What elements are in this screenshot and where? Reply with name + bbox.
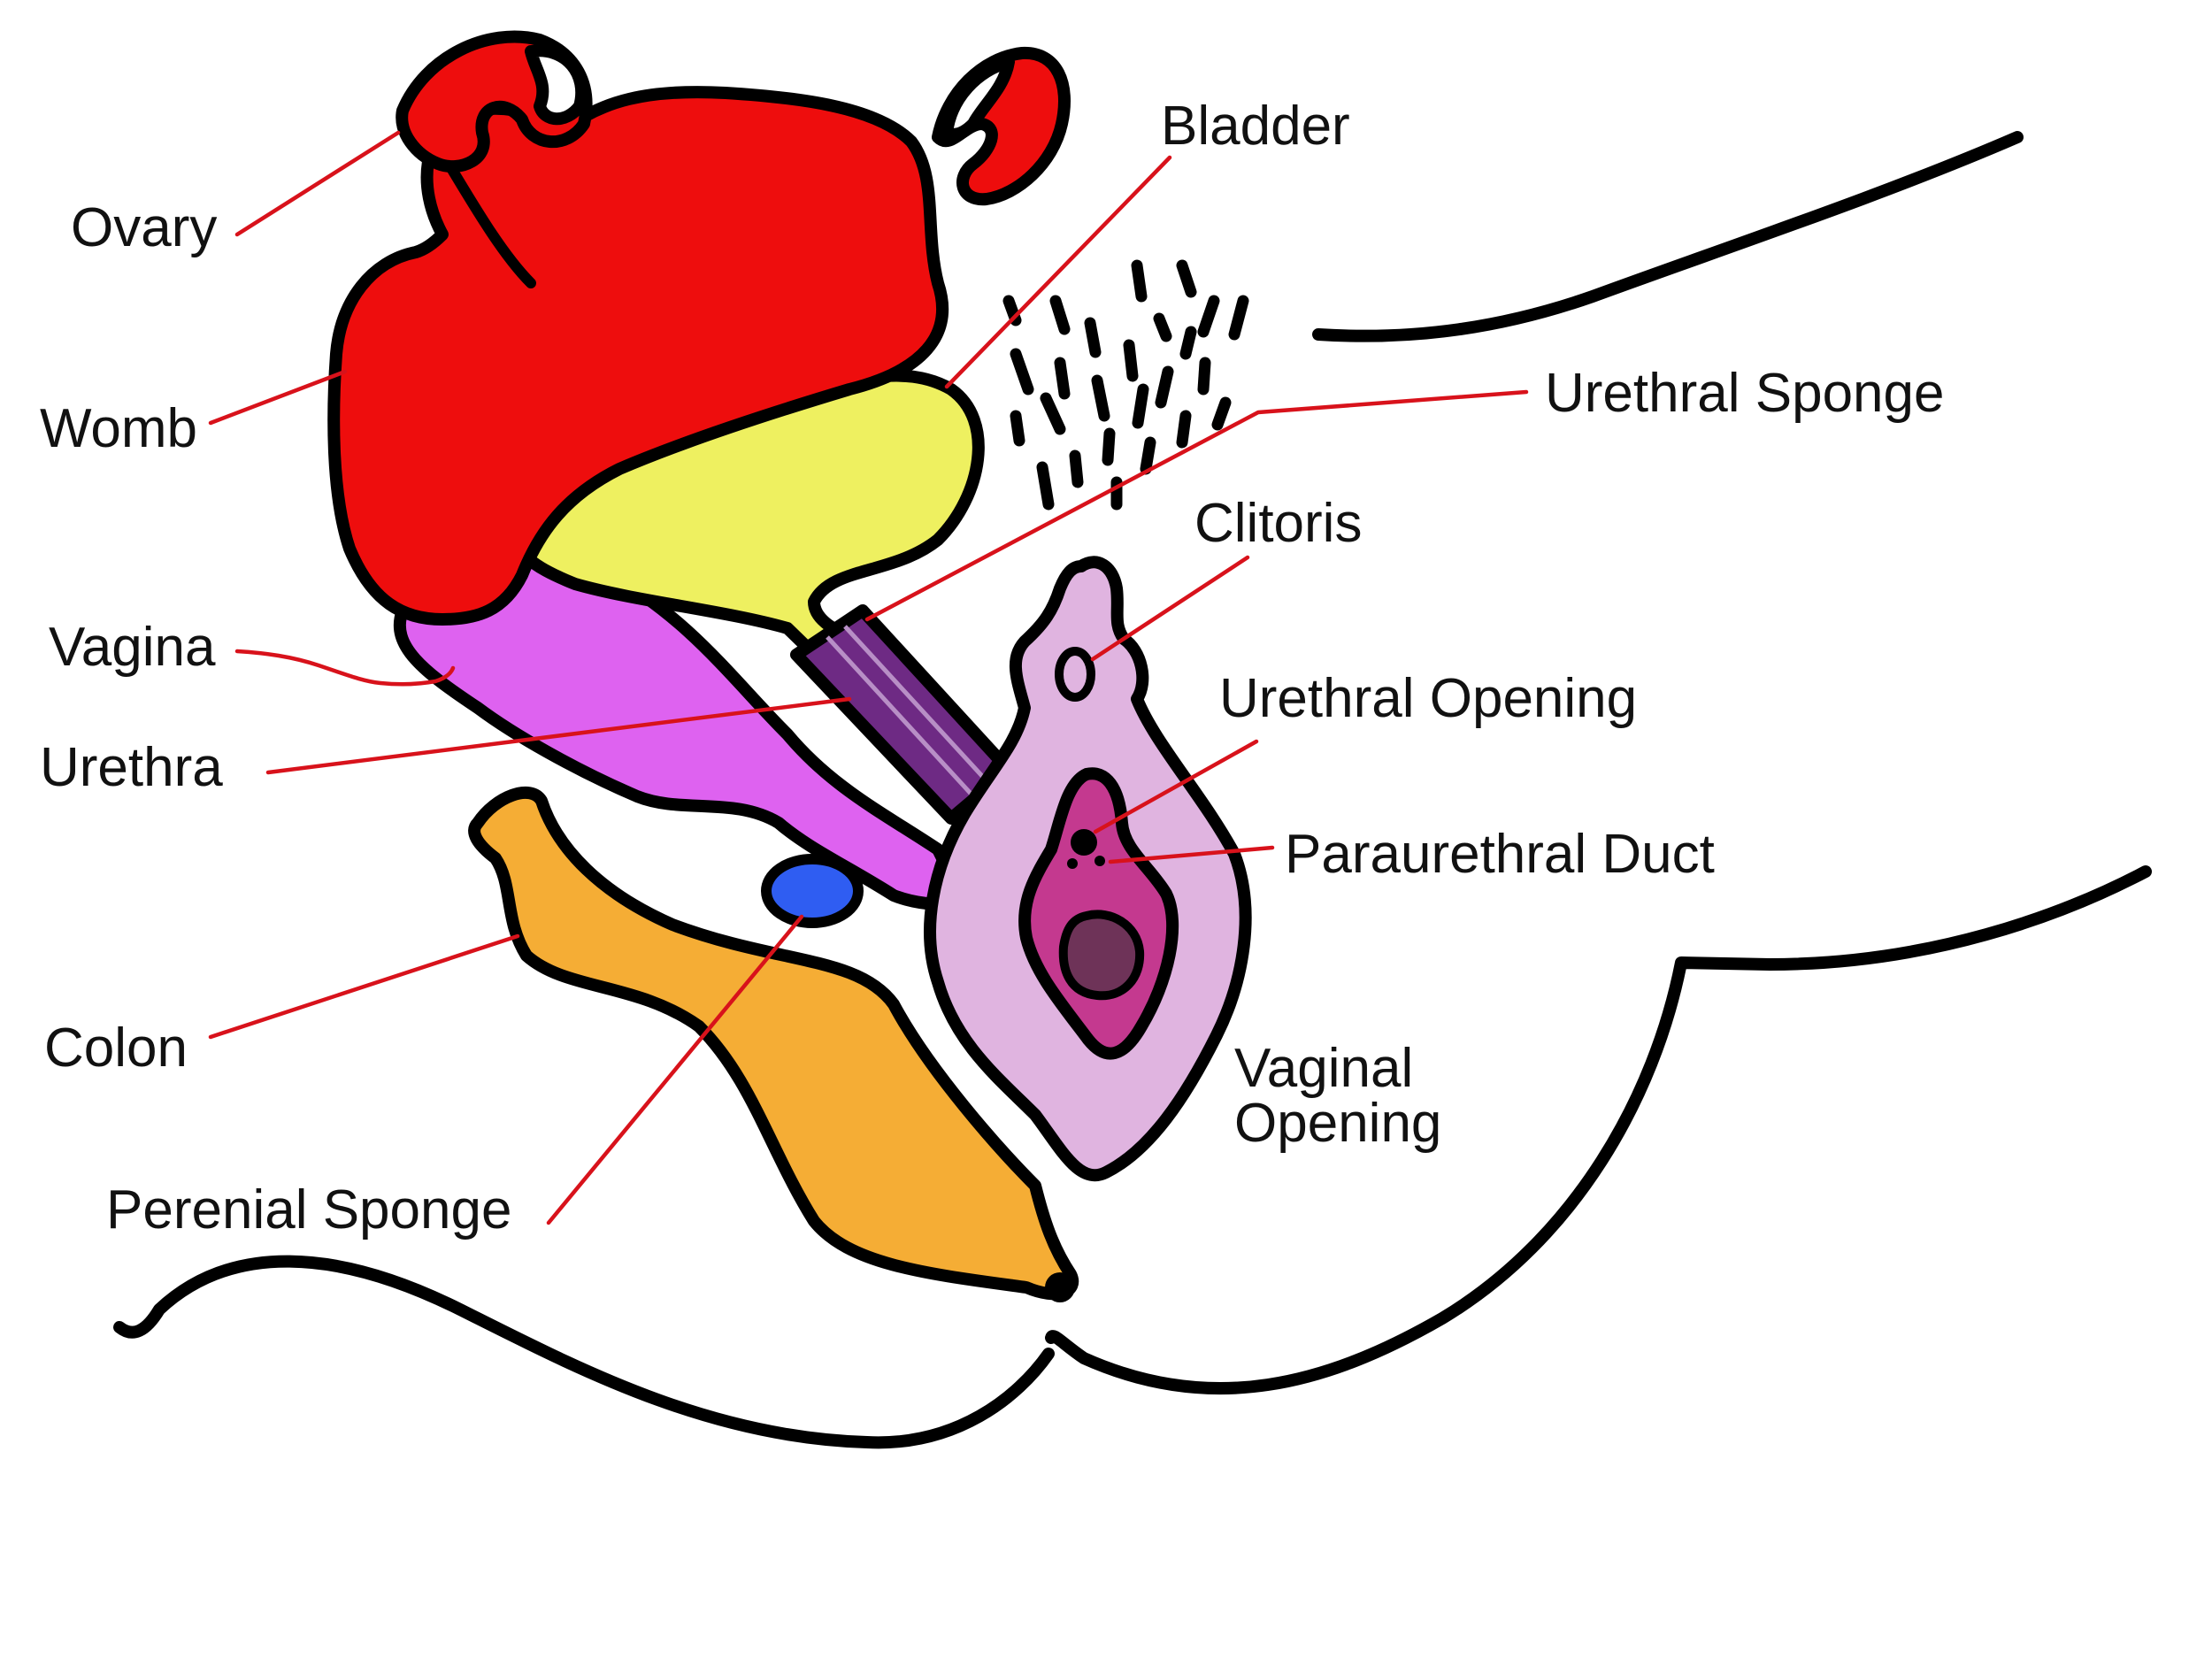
label-perenial-sponge: Perenial Sponge <box>106 1179 511 1240</box>
paraurethral-duct-right <box>1094 856 1105 866</box>
label-bladder: Bladder <box>1161 96 1350 157</box>
upper-body-contour <box>1312 131 2024 342</box>
anus <box>1045 1272 1075 1302</box>
leader-vagina <box>234 649 456 687</box>
leader-paraurethral-duct <box>1108 845 1275 864</box>
perenial-sponge <box>761 854 864 928</box>
label-vaginal-opening-line2: Opening <box>1234 1093 1441 1154</box>
ovary-right <box>932 46 1071 206</box>
leader-urethral-sponge <box>864 389 1529 622</box>
leader-urethral-opening <box>1093 739 1259 834</box>
leader-colon <box>208 933 520 1040</box>
paraurethral-duct-left <box>1067 858 1078 869</box>
ovary-left <box>396 30 593 173</box>
label-paraurethral-duct: Paraurethral Duct <box>1285 824 1715 885</box>
buttock-contour <box>113 1255 1055 1449</box>
leader-urethra <box>265 696 852 775</box>
clitoris <box>1055 647 1095 702</box>
label-urethral-opening: Urethral Opening <box>1219 668 1637 729</box>
label-ovary: Ovary <box>71 197 217 258</box>
urethral-opening <box>1071 829 1097 856</box>
womb-fold <box>446 163 536 288</box>
thigh-contour <box>1045 865 2152 1395</box>
leader-clitoris <box>1090 555 1250 662</box>
label-clitoris: Clitoris <box>1194 493 1362 554</box>
leader-bladder <box>944 155 1172 389</box>
label-urethra: Urethra <box>40 737 223 798</box>
label-colon: Colon <box>44 1018 188 1079</box>
leader-womb <box>208 369 348 426</box>
label-vagina: Vagina <box>49 617 216 678</box>
label-vaginal-opening-line1: Vaginal <box>1234 1038 1413 1099</box>
label-womb: Womb <box>40 398 197 459</box>
pubic-hair <box>1002 259 1249 511</box>
leader-ovary <box>234 130 401 237</box>
leader-perenial-sponge <box>546 914 804 1225</box>
vaginal-opening-inner <box>1058 910 1145 1001</box>
label-urethral-sponge: Urethral Sponge <box>1545 363 1945 424</box>
